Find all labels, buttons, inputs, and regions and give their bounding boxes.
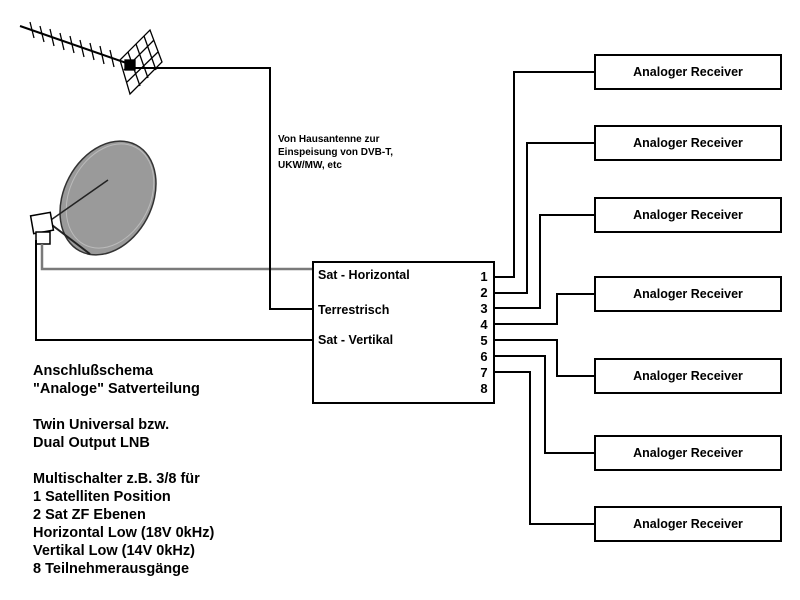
receiver-box: Analoger Receiver — [594, 125, 782, 161]
output-number: 8 — [480, 381, 488, 396]
description-text: Anschlußschema "Analoge" Satverteilung T… — [33, 362, 214, 578]
description-line: "Analoge" Satverteilung — [33, 381, 200, 397]
output-number: 3 — [480, 301, 488, 316]
description-line: 8 Teilnehmerausgänge — [33, 561, 190, 577]
output-number: 1 — [480, 269, 488, 284]
antenna-note-line: Einspeisung von DVB-T, — [278, 147, 394, 158]
description-line: Multischalter z.B. 3/8 für — [33, 471, 200, 487]
sat-horizontal-cable — [40, 244, 313, 271]
output-number: 6 — [480, 349, 488, 364]
receiver-box: Analoger Receiver — [594, 435, 782, 471]
receiver-box: Analoger Receiver — [594, 197, 782, 233]
description-line: 2 Sat ZF Ebenen — [33, 507, 146, 523]
receiver-box: Analoger Receiver — [594, 54, 782, 90]
description-line: Vertikal Low (14V 0kHz) — [33, 543, 195, 559]
antenna-note: Von Hausantenne zur Einspeisung von DVB-… — [278, 133, 393, 172]
output-number: 7 — [480, 365, 488, 380]
terrestrial-antenna-icon — [19, 21, 163, 96]
satellite-dish-icon — [29, 140, 157, 256]
antenna-note-line: UKW/MW, etc — [278, 160, 342, 171]
receiver-box: Analoger Receiver — [594, 358, 782, 394]
sat-vertical-cable — [35, 240, 313, 341]
receiver-box: Analoger Receiver — [594, 506, 782, 542]
input-label-terrestrial: Terrestrisch — [318, 303, 390, 317]
output-number: 4 — [480, 317, 488, 332]
description-line: Twin Universal bzw. — [33, 417, 170, 433]
output-lines — [494, 71, 594, 525]
description-line: Dual Output LNB — [33, 435, 150, 451]
output-number: 5 — [480, 333, 488, 348]
description-line: Horizontal Low (18V 0kHz) — [33, 525, 215, 541]
input-label-sat-vertical: Sat - Vertikal — [318, 333, 394, 347]
terrestrial-cable — [131, 67, 313, 310]
input-label-sat-horizontal: Sat - Horizontal — [318, 268, 410, 282]
receiver-box: Analoger Receiver — [594, 276, 782, 312]
output-number: 2 — [480, 285, 488, 300]
description-line: 1 Satelliten Position — [33, 489, 171, 505]
multiswitch-box — [312, 261, 495, 404]
antenna-note-line: Von Hausantenne zur — [278, 134, 380, 145]
description-line: Anschlußschema — [33, 363, 154, 379]
